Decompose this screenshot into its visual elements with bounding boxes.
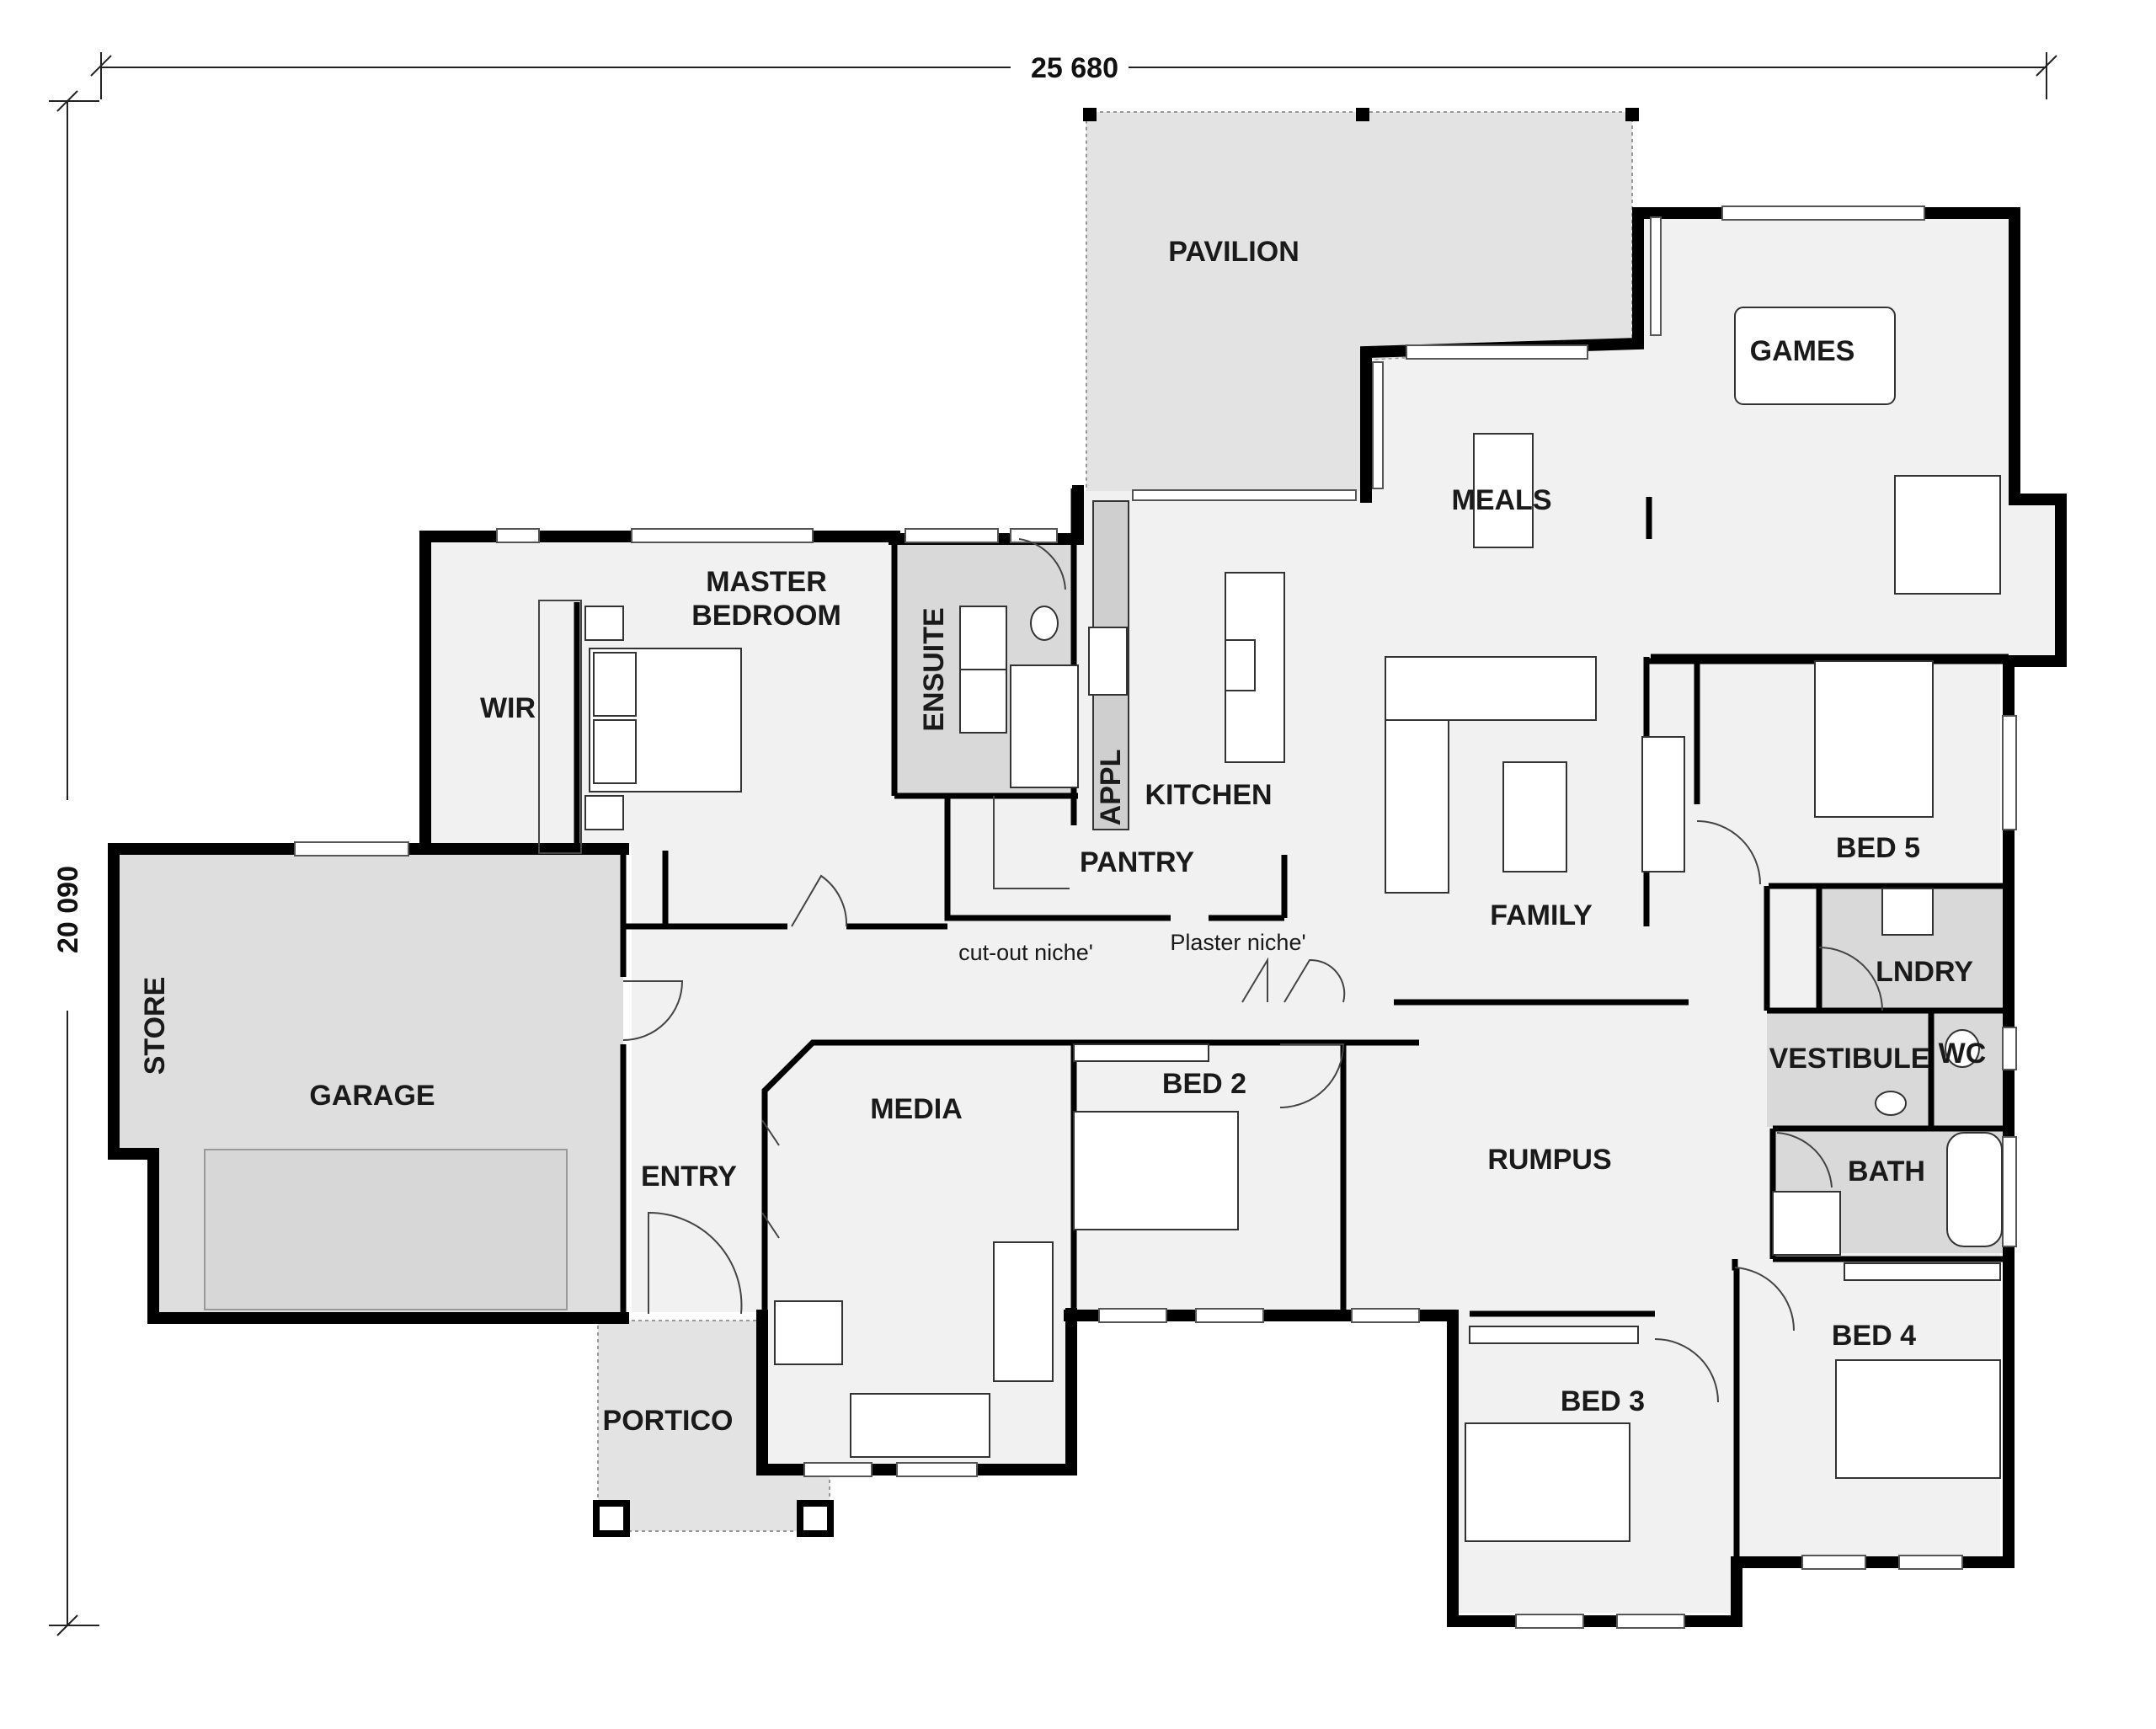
room-label-lndry: LNDRY xyxy=(1876,956,1973,988)
house-floor xyxy=(421,213,2055,1613)
room-label-games: GAMES xyxy=(1750,335,1855,367)
room-label-pantry: PANTRY xyxy=(1080,846,1194,878)
room-label-kitchen: KITCHEN xyxy=(1145,779,1272,811)
room-label-wir: WIR xyxy=(480,692,536,724)
room-label-vestibule: VESTIBULE xyxy=(1769,1043,1930,1075)
room-label-meals: MEALS xyxy=(1452,484,1552,516)
room-label-portico: PORTICO xyxy=(603,1405,734,1437)
wc-area xyxy=(1931,1011,2004,1127)
room-label-bath: BATH xyxy=(1848,1155,1925,1187)
room-label-ensuite: ENSUITE xyxy=(918,607,950,731)
room-label-bed2: BED 2 xyxy=(1162,1068,1246,1100)
room-label-bed4: BED 4 xyxy=(1832,1320,1916,1352)
room-label-media: MEDIA xyxy=(870,1093,963,1125)
note-cutout-niche: cut-out niche' xyxy=(958,940,1093,965)
room-label-bed3: BED 3 xyxy=(1561,1385,1645,1417)
room-label-rumpus: RUMPUS xyxy=(1487,1144,1611,1176)
room-label-garage: GARAGE xyxy=(309,1080,435,1112)
note-plaster-niche: Plaster niche' xyxy=(1170,930,1305,955)
room-label-master-2: BEDROOM xyxy=(691,600,841,632)
room-label-bed5: BED 5 xyxy=(1836,832,1920,864)
room-label-master-1: MASTER xyxy=(706,566,827,598)
room-label-pavilion: PAVILION xyxy=(1168,236,1299,268)
width-dimension: 25 680 xyxy=(1031,52,1118,84)
doors xyxy=(622,538,1883,1403)
room-label-family: FAMILY xyxy=(1490,899,1593,931)
room-label-entry: ENTRY xyxy=(641,1161,737,1193)
dimension-lines xyxy=(49,52,2057,1636)
height-dimension: 20 090 xyxy=(52,866,84,953)
garage-door-zone xyxy=(204,1149,568,1310)
room-label-store: STORE xyxy=(139,977,171,1075)
room-label-wc: WC xyxy=(1939,1038,1987,1070)
windows xyxy=(294,205,2017,1629)
furniture xyxy=(584,307,2003,1542)
room-label-appl: APPL xyxy=(1095,750,1127,826)
